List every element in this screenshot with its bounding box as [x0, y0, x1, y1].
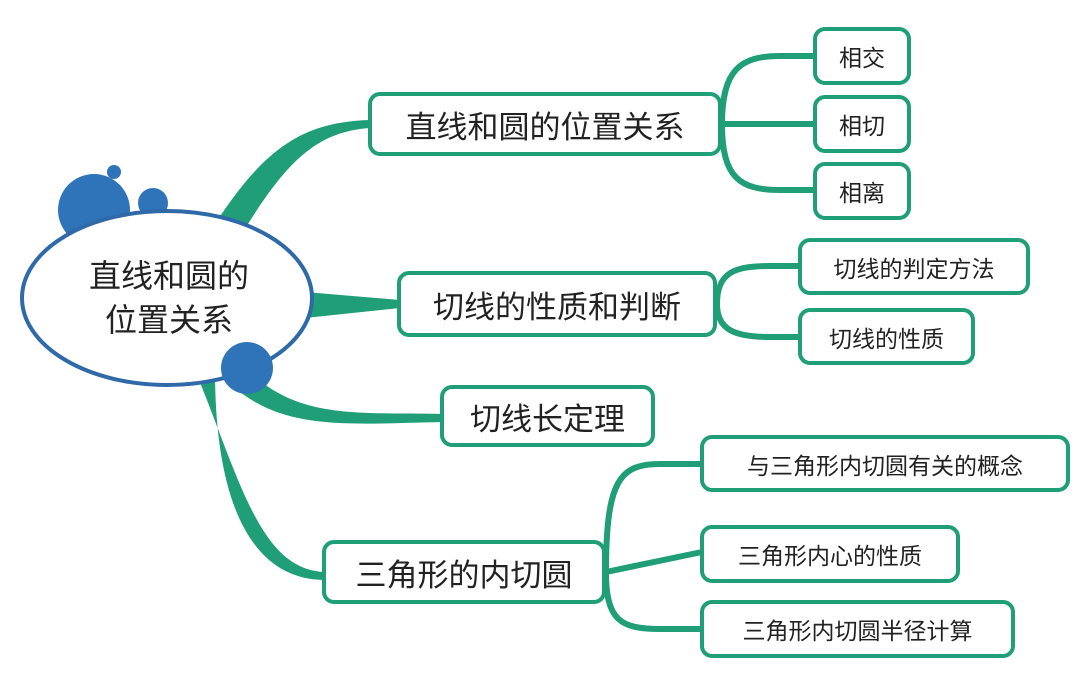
sub-connector-4 [603, 461, 705, 632]
sub-connector-2 [714, 263, 803, 340]
sub-connector-1 [719, 53, 818, 193]
leaf-node-1-2[interactable]: 相切 [813, 95, 911, 153]
branch-node-1[interactable]: 直线和圆的位置关系 [368, 92, 722, 156]
leaf-node-4-1[interactable]: 与三角形内切圆有关的概念 [700, 435, 1070, 492]
branch-connector-2 [305, 292, 400, 318]
leaf-node-1-1[interactable]: 相交 [813, 27, 911, 85]
leaf-node-4-3[interactable]: 三角形内切圆半径计算 [700, 600, 1015, 658]
center-topic[interactable]: 直线和圆的 位置关系 [26, 210, 312, 386]
leaf-node-2-2[interactable]: 切线的性质 [798, 308, 975, 365]
branch-node-4[interactable]: 三角形的内切圆 [322, 540, 606, 604]
bubble-small [107, 165, 121, 179]
leaf-node-4-2[interactable]: 三角形内心的性质 [700, 525, 960, 583]
center-ellipse [20, 209, 314, 387]
branch-node-3[interactable]: 切线长定理 [440, 385, 655, 447]
bubble-bottom [221, 342, 273, 394]
center-topic-line2: 位置关系 [104, 301, 233, 339]
branch-connector-4 [195, 370, 325, 580]
branch-connector-1 [205, 120, 370, 250]
branch-node-2[interactable]: 切线的性质和判断 [397, 271, 717, 337]
leaf-node-1-3[interactable]: 相离 [813, 162, 911, 220]
center-topic-line1: 直线和圆的 [88, 257, 249, 295]
leaf-node-2-1[interactable]: 切线的判定方法 [798, 238, 1030, 295]
branch-connector-3 [240, 372, 442, 424]
